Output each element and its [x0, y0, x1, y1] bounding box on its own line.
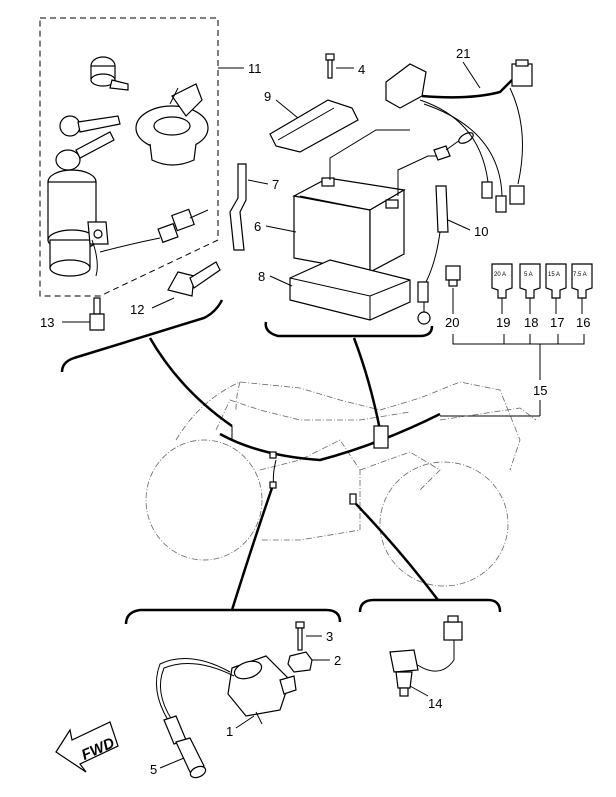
bolt-3: 3 [295, 621, 333, 651]
battery-case-8: 8 [258, 259, 411, 321]
ignition-group-bracket [124, 608, 342, 625]
callout-21: 21 [456, 46, 470, 61]
callout-7: 7 [272, 177, 279, 192]
callout-18: 18 [524, 315, 538, 330]
main-harness [148, 337, 441, 611]
breather-hose-7: 7 [229, 163, 279, 251]
fuse-group-15: 15 [440, 334, 585, 417]
callout-19: 19 [496, 315, 510, 330]
relay-20: 20 [445, 265, 461, 330]
callout-15: 15 [533, 383, 547, 398]
battery-band-9: 9 [264, 89, 359, 153]
callout-1: 1 [226, 724, 233, 739]
nut-2: 2 [287, 651, 341, 673]
callout-8: 8 [258, 269, 265, 284]
fuse-19: 20 A 19 [491, 263, 513, 330]
callout-10: 10 [474, 224, 488, 239]
lock-set-group: 11 [39, 17, 262, 297]
fuse-19-rating: 20 A [494, 272, 506, 278]
battery-lead-10: 10 [417, 185, 488, 325]
callout-14: 14 [428, 696, 442, 711]
lock-coupler [99, 208, 209, 253]
plug-cap-5: 5 [150, 658, 235, 779]
fuel-tank-cap [135, 83, 209, 166]
switch-group-bracket [358, 598, 502, 613]
fuse-17: 15 A 17 [545, 263, 567, 330]
battery-cables [329, 129, 474, 196]
callout-6: 6 [254, 219, 261, 234]
callout-4: 4 [358, 62, 365, 77]
battery-6: 6 [254, 177, 406, 273]
bolt-4: 4 [325, 53, 365, 79]
key-12: 12 [130, 261, 221, 317]
sensor-14: 14 [389, 615, 463, 711]
ignition-coil-1: 1 [226, 655, 297, 739]
callout-11: 11 [248, 61, 262, 76]
fuse-17-rating: 15 A [548, 272, 560, 278]
callout-12: 12 [130, 302, 144, 317]
callout-5: 5 [150, 762, 157, 777]
callout-2: 2 [334, 653, 341, 668]
fwd-arrow: FWD [55, 721, 119, 773]
callout-13: 13 [40, 315, 54, 330]
fuse-18: 5 A 18 [519, 263, 541, 330]
callout-17: 17 [550, 315, 564, 330]
fuse-18-rating: 5 A [524, 272, 533, 278]
battery-group-bracket [264, 321, 434, 338]
callout-3: 3 [326, 629, 333, 644]
key-pair [55, 115, 121, 171]
callout-9: 9 [264, 89, 271, 104]
motorcycle-outline [145, 381, 537, 587]
callout-16: 16 [576, 315, 590, 330]
bolt-13: 13 [40, 297, 105, 331]
seat-lock [90, 56, 129, 91]
lock-group-bracket [60, 299, 224, 373]
wire-harness-21: 21 [385, 46, 533, 213]
main-switch [47, 169, 109, 277]
fuse-16-rating: 7.5 A [573, 272, 587, 278]
fuse-16: 7.5 A 16 [571, 263, 593, 330]
callout-20: 20 [445, 315, 459, 330]
